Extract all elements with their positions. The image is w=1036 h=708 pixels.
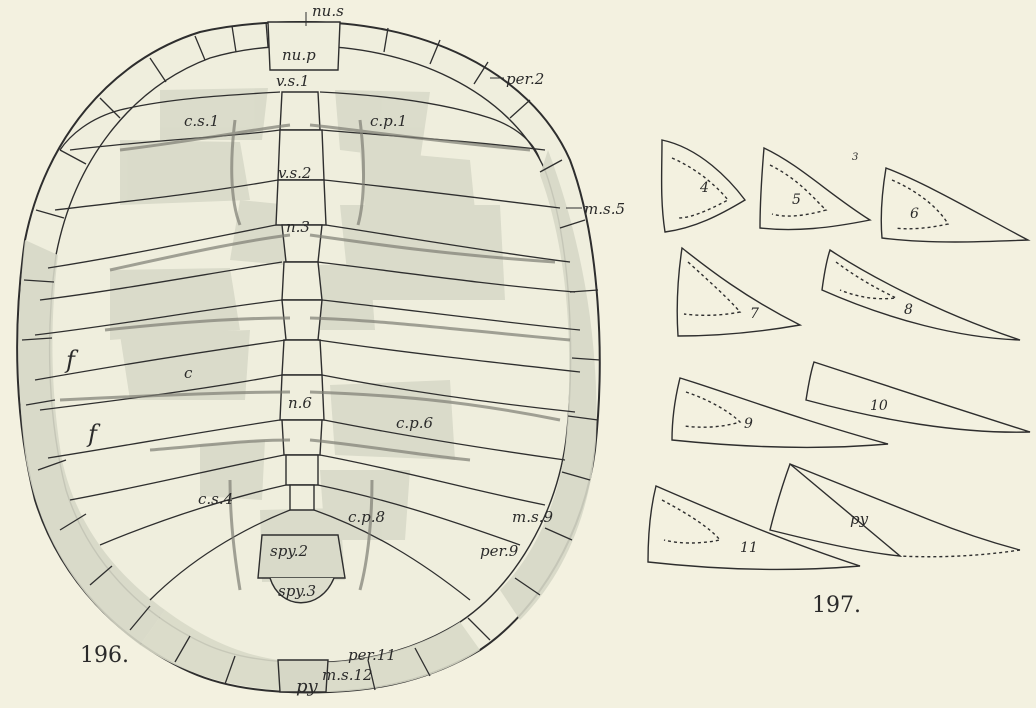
label-nu-p: nu.p	[282, 46, 316, 64]
svg-text:10: 10	[870, 398, 888, 414]
label-n-3: n.3	[286, 218, 310, 236]
bone-7: 7	[677, 248, 800, 336]
bone-8: 8	[822, 250, 1020, 340]
label-c-s-1: c.s.1	[184, 112, 219, 130]
bone-11: 11	[648, 486, 860, 569]
svg-text:7: 7	[750, 306, 759, 322]
label-py: py	[296, 676, 319, 697]
label-v-s-1: v.s.1	[276, 72, 309, 90]
svg-text:8: 8	[904, 302, 913, 318]
bone-10: 10	[806, 362, 1030, 432]
label-nu-s: nu.s	[312, 2, 344, 20]
bone-6: 6	[881, 168, 1028, 242]
peripheral-bones-figure: 3 4 5 6 7 8	[648, 140, 1030, 618]
label-m-s-5: m.s.5	[584, 200, 625, 218]
label-spy-2: spy.2	[270, 542, 308, 560]
svg-text:6: 6	[910, 206, 919, 222]
label-v-s-2: v.s.2	[278, 164, 311, 182]
label-m-s-12: m.s.12	[322, 666, 373, 684]
label-per-2: per.2	[506, 70, 544, 88]
figure-number-196: 196.	[80, 643, 129, 668]
svg-text:11: 11	[740, 540, 758, 556]
label-c-p-1: c.p.1	[370, 112, 407, 130]
label-c-p-6: c.p.6	[396, 414, 434, 432]
label-m-s-9: m.s.9	[512, 508, 553, 526]
label-c-s-4: c.s.4	[198, 490, 233, 508]
label-per-11: per.11	[348, 646, 396, 664]
bone-4: 4	[662, 140, 745, 232]
small-mark-3: 3	[852, 152, 858, 163]
label-c-p-8: c.p.8	[348, 508, 385, 526]
svg-text:py: py	[850, 510, 869, 528]
label-n-6: n.6	[288, 394, 312, 412]
neural-plates	[276, 92, 326, 510]
svg-text:9: 9	[744, 416, 753, 432]
label-spy-3: spy.3	[278, 582, 316, 600]
label-per-9: per.9	[480, 542, 519, 560]
figure-number-197: 197.	[812, 593, 861, 618]
svg-text:4: 4	[699, 180, 709, 196]
label-c: c	[184, 364, 193, 382]
bone-py: py	[770, 464, 1020, 557]
svg-text:5: 5	[792, 192, 801, 208]
carapace-figure: nu.s nu.p v.s.1 per.2 c.s.1 c.p.1 v.s.2 …	[17, 2, 625, 697]
